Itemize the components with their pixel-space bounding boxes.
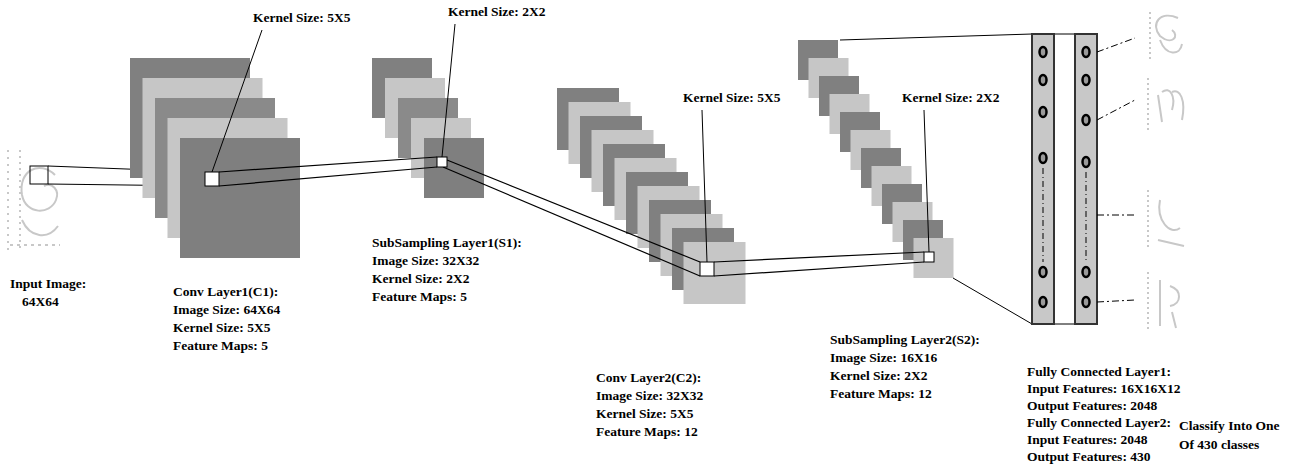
layer-spec: Image Size: 32X32 <box>372 253 479 269</box>
class-sketch <box>1148 12 1184 332</box>
layer-title: Fully Connected Layer1: <box>1027 364 1171 380</box>
layer-title: Input Image: <box>10 276 86 292</box>
output-link <box>1097 38 1135 302</box>
layer-spec: Kernel Size: 2X2 <box>372 271 469 287</box>
layer-title: Fully Connected Layer2: <box>1027 415 1171 431</box>
kernel-callout: Kernel Size: 2X2 <box>902 90 999 106</box>
layer-title: Conv Layer2(C2): <box>596 370 701 386</box>
leader-line <box>212 24 929 262</box>
kernel-window <box>205 157 934 276</box>
layer-spec: Kernel Size: 2X2 <box>830 368 927 384</box>
layer-spec: Feature Maps: 12 <box>596 424 698 440</box>
input-window <box>30 166 48 184</box>
neuron <box>1040 47 1090 307</box>
layer-spec: Output Features: 430 <box>1027 449 1151 465</box>
layer-spec: 64X64 <box>22 294 59 310</box>
kernel-callout: Kernel Size: 2X2 <box>448 4 545 20</box>
fc-connector <box>840 34 1075 324</box>
layer-spec: Feature Maps: 12 <box>830 386 932 402</box>
feature-map-stack <box>130 58 300 258</box>
fc-layer-bar <box>1032 34 1097 324</box>
output-note: Of 430 classes <box>1179 437 1259 453</box>
output-note: Classify Into One <box>1179 418 1280 434</box>
layer-spec: Input Features: 16X16X12 <box>1027 381 1181 397</box>
input-sketch <box>8 150 60 250</box>
feature-map-stack <box>557 88 746 304</box>
feature-map-stack <box>798 40 954 278</box>
layer-spec: Image Size: 64X64 <box>173 302 280 318</box>
connection-band <box>219 157 924 276</box>
layer-spec: Output Features: 2048 <box>1027 398 1157 414</box>
kernel-callout: Kernel Size: 5X5 <box>683 90 780 106</box>
kernel-callout: Kernel Size: 5X5 <box>253 10 350 26</box>
ellipsis-line <box>1043 168 1086 262</box>
layer-spec: Input Features: 2048 <box>1027 432 1148 448</box>
layer-title: SubSampling Layer2(S2): <box>830 332 980 348</box>
layer-spec: Feature Maps: 5 <box>372 289 467 305</box>
layer-spec: Image Size: 16X16 <box>830 350 937 366</box>
layer-spec: Feature Maps: 5 <box>173 338 268 354</box>
layer-spec: Image Size: 32X32 <box>596 388 703 404</box>
layer-title: SubSampling Layer1(S1): <box>372 235 522 251</box>
layer-spec: Kernel Size: 5X5 <box>596 406 693 422</box>
layer-spec: Kernel Size: 5X5 <box>173 320 270 336</box>
layer-title: Conv Layer1(C1): <box>173 284 278 300</box>
